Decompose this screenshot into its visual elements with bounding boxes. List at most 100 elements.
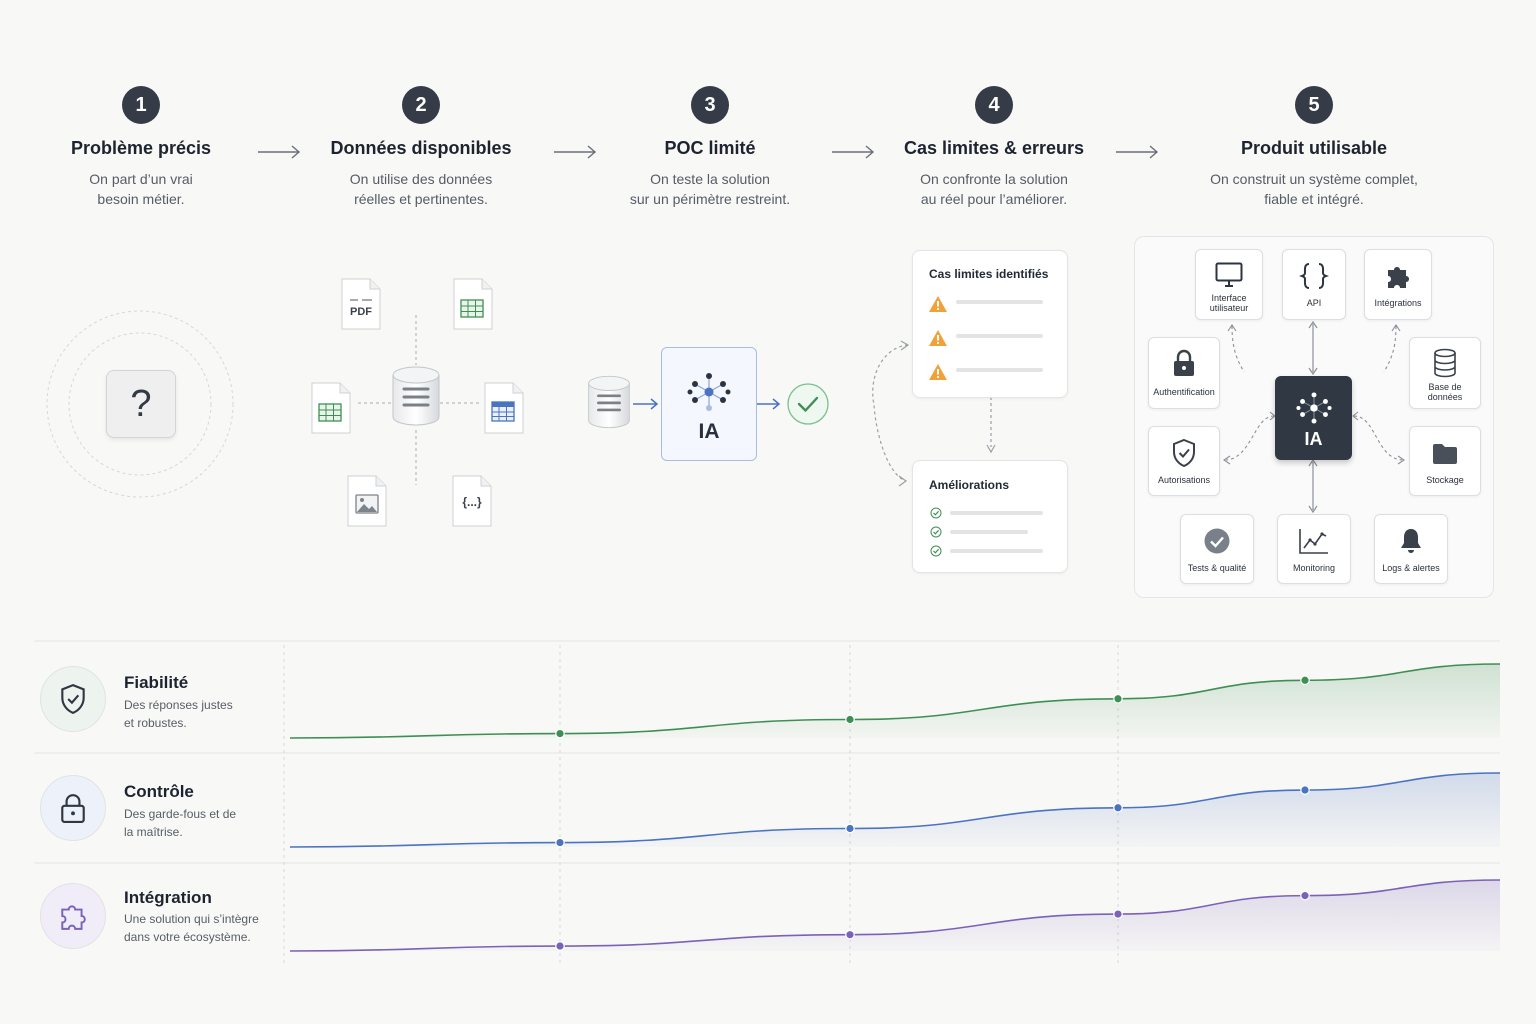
data-connectors: [358, 315, 480, 485]
module-user-interface[interactable]: Interface utilisateur: [1195, 249, 1263, 320]
question-mark-icon: ?: [130, 383, 152, 425]
step-number: 3: [691, 86, 729, 124]
step-number: 5: [1295, 86, 1333, 124]
edge-cases-card: Cas limites identifiés: [912, 250, 1068, 398]
step-description: On utilise des données réelles et pertin…: [349, 171, 493, 207]
check-circle-icon: [787, 383, 829, 425]
module-logs-alerts[interactable]: Logs & alertes: [1374, 514, 1448, 584]
neural-network-icon: [1296, 392, 1332, 424]
bell-icon: [1401, 529, 1421, 553]
feedback-loop-arrows: [872, 340, 996, 487]
module-label: Monitoring: [1292, 563, 1336, 573]
puzzle-icon: [61, 905, 86, 930]
module-label: Intégrations: [1374, 298, 1422, 308]
warning-icon: [929, 330, 947, 346]
arrow-right-icon: [554, 145, 597, 159]
step-2: 2 Données disponibles On utilise des don…: [271, 86, 571, 209]
braces-icon: [1299, 263, 1329, 289]
metric-icon-badge: [40, 666, 106, 732]
ia-core-box: IA: [1275, 376, 1352, 460]
module-storage[interactable]: Stockage: [1409, 426, 1481, 496]
metric-point: [1300, 675, 1310, 686]
image-file-icon: [347, 475, 387, 527]
metric-icon-badge: [40, 883, 106, 949]
metric-line: [289, 663, 1501, 739]
placeholder-line: [956, 300, 1043, 304]
question-illustration: [46, 310, 234, 498]
module-tests-quality[interactable]: Tests & qualité: [1180, 514, 1254, 584]
metric-line: [289, 772, 1501, 848]
metric-point: [845, 823, 855, 834]
arrow-right-icon: [832, 145, 875, 159]
metric-point: [845, 714, 855, 725]
shield-check-icon: [1173, 438, 1195, 468]
step-description: On part d’un vrai besoin métier.: [89, 171, 193, 207]
ia-poc-box: IA: [661, 347, 757, 461]
module-api[interactable]: API: [1282, 249, 1346, 320]
module-label: Interface utilisateur: [1209, 293, 1249, 313]
architecture-connectors: [1223, 320, 1405, 514]
step-title: Problème précis: [70, 138, 212, 158]
module-integrations[interactable]: Intégrations: [1364, 249, 1432, 320]
placeholder-line: [950, 549, 1043, 553]
folder-icon: [1433, 444, 1457, 464]
check-icon: [930, 545, 942, 557]
step-4: 4 Cas limites & erreurs On confronte la …: [844, 86, 1144, 209]
step-number: 4: [975, 86, 1013, 124]
metric-point: [555, 728, 565, 739]
module-label: Autorisations: [1157, 475, 1211, 485]
placeholder-line: [956, 368, 1043, 372]
metric-point: [1300, 890, 1310, 901]
step-description: On construit un système complet, fiable …: [1210, 171, 1418, 207]
arrow-right-icon: [1116, 145, 1159, 159]
step-number: 2: [402, 86, 440, 124]
module-label: API: [1306, 298, 1322, 308]
ia-label: IA: [1304, 429, 1323, 449]
metric-area: [290, 664, 1500, 738]
step-5: 5 Produit utilisable On construit un sys…: [1164, 86, 1464, 209]
module-label: Stockage: [1426, 475, 1464, 485]
improvements-card: Améliorations: [912, 460, 1068, 573]
metric-point: [555, 941, 565, 951]
chart-line-icon: [1299, 529, 1328, 554]
code-file-icon: {...}: [452, 475, 492, 527]
metric-icon-badge: [40, 775, 106, 841]
puzzle-icon: [1388, 267, 1409, 288]
step-description: On confronte la solution au réel pour l’…: [920, 171, 1068, 207]
metric-point: [1113, 909, 1123, 919]
metric-title: Contrôle: [124, 782, 194, 801]
warning-icon: [929, 296, 947, 312]
ia-label: IA: [698, 420, 720, 443]
check-badge-icon: [1204, 528, 1230, 554]
question-box: ?: [106, 370, 176, 438]
neural-network-icon: [687, 373, 731, 411]
module-database[interactable]: Base de données: [1409, 337, 1481, 409]
check-icon: [930, 526, 942, 538]
step-1: 1 Problème précis On part d’un vrai beso…: [0, 86, 291, 209]
flow-arrow-icon: [757, 398, 781, 410]
metric-title: Intégration: [124, 888, 212, 907]
check-icon: [930, 507, 942, 519]
pdf-label: PDF: [350, 306, 372, 318]
table-file-icon: [484, 382, 524, 434]
step-number: 1: [122, 86, 160, 124]
monitor-icon: [1215, 262, 1243, 287]
module-monitoring[interactable]: Monitoring: [1277, 514, 1351, 584]
flow-arrow-icon: [633, 398, 659, 410]
module-permissions[interactable]: Autorisations: [1148, 426, 1220, 496]
arrow-right-icon: [258, 145, 301, 159]
metric-point: [1300, 785, 1310, 795]
module-authentication[interactable]: Authentification: [1148, 337, 1220, 409]
module-label: Authentification: [1153, 387, 1215, 397]
placeholder-line: [956, 334, 1043, 338]
module-label: Base de données: [1427, 382, 1463, 402]
metric-point: [555, 837, 565, 848]
placeholder-line: [950, 511, 1043, 515]
lock-icon: [1174, 349, 1194, 376]
metric-description: Des réponses justes et robustes.: [124, 698, 233, 730]
metric-description: Une solution qui s’intègre dans votre éc…: [124, 912, 259, 944]
metric-point: [1113, 802, 1123, 813]
step-3: 3 POC limité On teste la solution sur un…: [560, 86, 860, 209]
metric-area: [290, 880, 1500, 951]
